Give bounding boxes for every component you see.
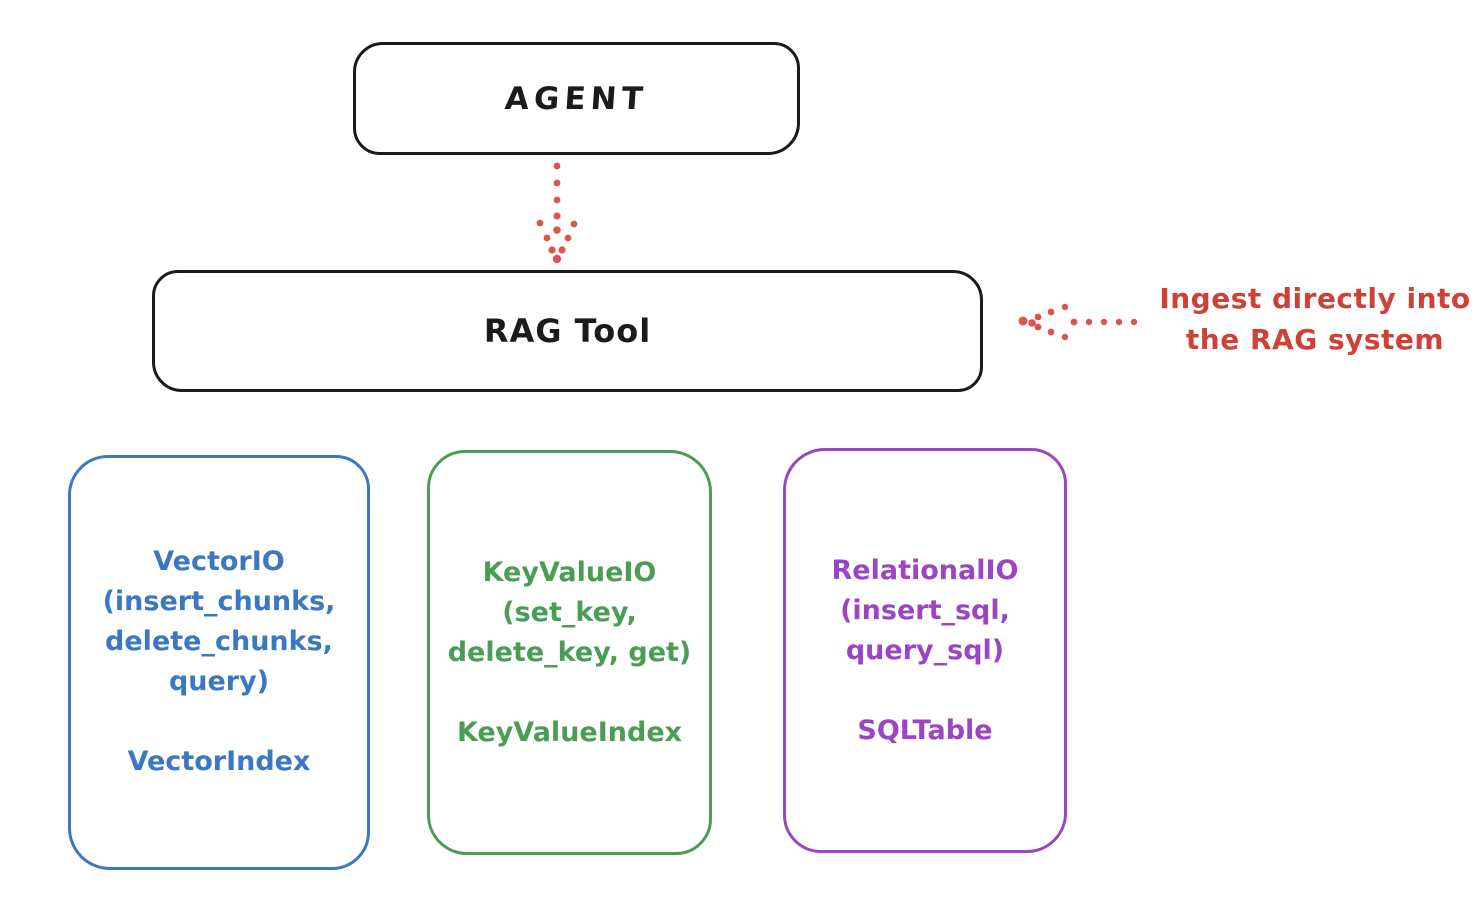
vector-io-line3: delete_chunks, (105, 626, 333, 657)
relational-io-box: RelationalIO (insert_sql, query_sql) SQL… (783, 448, 1067, 853)
ingest-note-line1: Ingest directly into (1159, 282, 1471, 315)
ingest-note: Ingest directly into the RAG system (1145, 278, 1484, 360)
vector-index-label: VectorIndex (127, 746, 311, 777)
keyvalue-io-line2: (set_key, (502, 597, 637, 628)
relational-io-line2: (insert_sql, (840, 595, 1010, 626)
agent-label: AGENT (503, 80, 650, 117)
rag-tool-box: RAG Tool (152, 270, 983, 392)
relational-io-line1: RelationalIO (831, 555, 1019, 586)
arrow-down-icon (536, 162, 578, 264)
keyvalue-io-line3: delete_key, get) (447, 637, 692, 668)
rag-tool-label: RAG Tool (483, 312, 652, 350)
vector-io-line1: VectorIO (153, 546, 285, 577)
keyvalue-io-title: KeyValueIO (set_key, delete_key, get) (448, 553, 692, 673)
agent-box: AGENT (353, 42, 800, 155)
keyvalue-io-box: KeyValueIO (set_key, delete_key, get) Ke… (427, 450, 712, 855)
keyvalue-io-line1: KeyValueIO (482, 557, 657, 588)
relational-io-title: RelationalIO (insert_sql, query_sql) (832, 551, 1019, 671)
keyvalue-index-label: KeyValueIndex (456, 717, 683, 748)
vector-io-line4: query) (168, 666, 270, 697)
relational-io-line3: query_sql) (845, 635, 1005, 666)
vector-io-box: VectorIO (insert_chunks, delete_chunks, … (68, 455, 370, 870)
vector-io-line2: (insert_chunks, (102, 586, 336, 617)
ingest-arrow-icon (1018, 303, 1138, 341)
sql-table-label: SQLTable (857, 715, 993, 746)
vector-io-title: VectorIO (insert_chunks, delete_chunks, … (103, 542, 336, 702)
ingest-note-line2: the RAG system (1185, 323, 1445, 356)
